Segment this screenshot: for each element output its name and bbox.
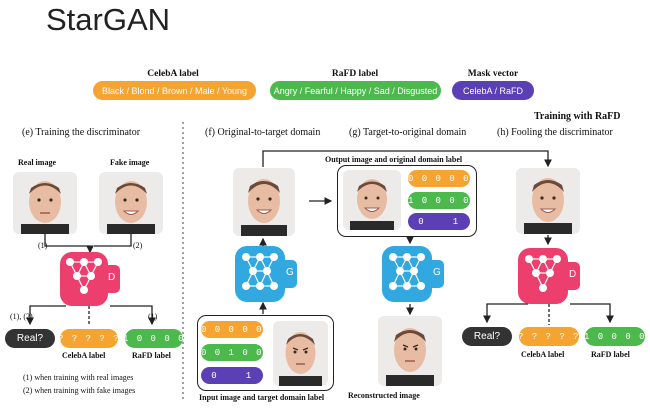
output-mask-vector: 0 1 (408, 213, 470, 230)
discriminator-network: D (60, 252, 120, 306)
rafd-code-pill: 1 0 0 0 0 (123, 329, 184, 348)
section-f: (f) Original-to-target domain (205, 127, 321, 138)
training-label: Training with RaFD (534, 111, 621, 122)
d-label-h: D (569, 269, 577, 280)
note-1: (1) when training with real images (23, 373, 134, 382)
arrow-label-1b: (1) (148, 312, 158, 321)
rafd-label-caption-h: RaFD label (591, 350, 630, 359)
input-mask-vector: 0 1 (201, 367, 263, 384)
output-caption: Output image and original domain label (325, 155, 463, 164)
g-label-g: G (433, 267, 441, 278)
rafd-code-pill-h: 1 0 0 0 0 (584, 327, 645, 346)
output-box (337, 165, 477, 237)
fake-image-label: Fake image (110, 158, 150, 167)
arrow-label-2: (2) (133, 241, 143, 250)
section-g: (g) Target-to-original domain (349, 127, 467, 138)
output-face-image (343, 170, 401, 230)
celeba-label-caption-h: CelebA label (521, 350, 565, 359)
slide-title: StarGAN (46, 2, 171, 37)
legend-mask-heading: Mask vector (467, 69, 519, 79)
legend-celeba-heading: CelebA label (147, 69, 199, 79)
d-label: D (108, 272, 116, 283)
output-rafd-vector: 1 0 0 0 0 (408, 192, 470, 209)
celeba-unknown-pill-h: ? ? ? ? ? (518, 327, 579, 346)
discriminator-network-h: D (518, 248, 580, 304)
input-rafd-vector: 0 0 1 0 0 (201, 344, 263, 361)
legend-mask-pill: CelebA / RaFD (452, 81, 534, 100)
reconstructed-face-image (378, 316, 442, 386)
fake-face-image (99, 172, 163, 234)
legend-rafd-pill: Angry / Fearful / Happy / Sad / Disguste… (270, 81, 441, 100)
output-celeba-vector: 0 0 0 0 0 (408, 170, 470, 187)
g-label-f: G (286, 267, 294, 278)
legend-rafd-heading: RaFD label (331, 69, 379, 79)
arrow-label-1: (1) (38, 241, 48, 250)
generator-network-g: G (382, 246, 444, 302)
fooling-face-image (516, 168, 580, 234)
real-face-image (13, 172, 77, 234)
input-box (197, 315, 334, 391)
arrow-label-12: (1), (2) (10, 312, 33, 321)
celeba-label-caption: CelebA label (62, 351, 106, 360)
input-face-image (273, 321, 328, 386)
generator-network-f: G (235, 246, 297, 302)
section-h: (h) Fooling the discriminator (497, 127, 613, 138)
translated-face-image (233, 168, 295, 236)
input-caption: Input image and target domain label (199, 393, 325, 402)
legend-celeba-pill: Black / Blond / Brown / Male / Young (93, 81, 256, 100)
celeba-unknown-pill: ? ? ? ? ? (58, 329, 119, 348)
input-celeba-vector: 0 0 0 0 0 (201, 321, 263, 338)
real-output-pill: Real? (5, 329, 55, 348)
real-image-label: Real image (18, 158, 56, 167)
section-e: (e) Training the discriminator (22, 127, 141, 138)
real-output-pill-h: Real? (462, 327, 512, 346)
note-2: (2) when training with fake images (23, 386, 136, 395)
reconstructed-caption: Reconstructed image (348, 391, 420, 400)
rafd-label-caption: RaFD label (132, 351, 171, 360)
